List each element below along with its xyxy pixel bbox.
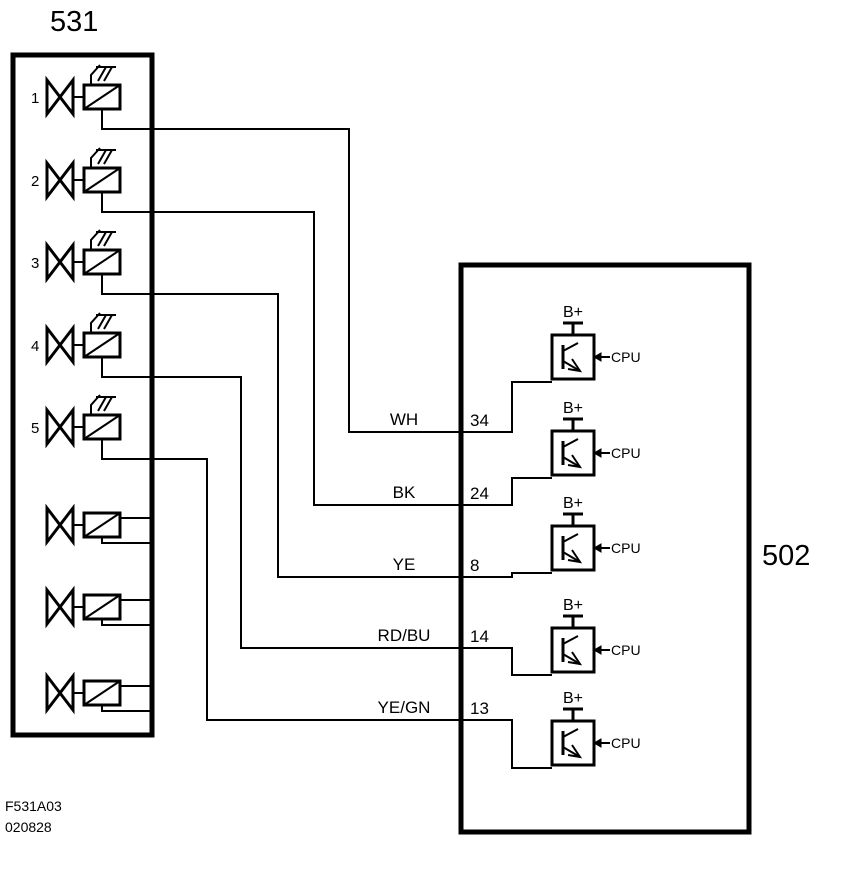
- unit-502-label: 502: [762, 540, 810, 572]
- valve-bowtie-icon: [45, 405, 75, 449]
- b-plus-label: B+: [563, 495, 583, 512]
- pin-number-label: 24: [470, 484, 489, 503]
- unit-502-frame: [458, 262, 752, 835]
- valve-number-2: 2: [31, 173, 39, 190]
- solenoid-valve-icon: [45, 64, 122, 119]
- common-return-wire: [101, 705, 152, 712]
- valve-number-5: 5: [31, 420, 39, 437]
- valves-group: [45, 64, 122, 449]
- b-plus-label: B+: [563, 597, 583, 614]
- driver-box-icon: [550, 429, 596, 477]
- driver-box-icon: [550, 626, 596, 674]
- internal-wire: [463, 647, 552, 676]
- valve-number-3: 3: [31, 255, 39, 272]
- unit-531-label: 531: [50, 6, 98, 38]
- wires-group: [101, 109, 552, 769]
- solenoid-valve-icon: [45, 585, 122, 629]
- internal-wire: [463, 719, 552, 769]
- internal-wire: [463, 477, 552, 506]
- unit-531-frame: [10, 52, 155, 738]
- common-return-wire: [101, 537, 152, 544]
- pin-number-label: 13: [470, 699, 489, 718]
- valve-bowtie-icon: [45, 503, 75, 547]
- valve-bowtie-icon: [45, 240, 75, 284]
- solenoid-valve-icon: [45, 503, 122, 547]
- b-plus-label: B+: [563, 400, 583, 417]
- driver-box-icon: [550, 719, 596, 767]
- solenoid-valve-icon: [45, 229, 122, 284]
- wire-ye: [101, 274, 463, 578]
- wire-color-label: YE: [393, 555, 416, 574]
- solenoid-valve-icon: [45, 671, 122, 715]
- wire-color-label: RD/BU: [378, 626, 431, 645]
- figure-code: F531A03: [5, 798, 62, 814]
- pin-number-label: 14: [470, 627, 489, 646]
- control-arrow-icon: [592, 645, 602, 655]
- driver-transistor-icon: [550, 512, 610, 572]
- figure-date: 020828: [5, 819, 52, 835]
- internal-wire: [463, 572, 552, 578]
- wire-color-label: WH: [390, 410, 418, 429]
- wire-ye-gn: [101, 439, 463, 721]
- driver-transistor-icon: [550, 707, 610, 767]
- cpu-label: CPU: [611, 642, 641, 658]
- wire-color-label: BK: [393, 483, 416, 502]
- pin-number-label: 8: [470, 556, 479, 575]
- control-arrow-icon: [592, 352, 602, 362]
- cpu-label: CPU: [611, 445, 641, 461]
- b-plus-label: B+: [563, 304, 583, 321]
- wire-bk: [101, 192, 463, 506]
- wire-rd-bu: [101, 357, 463, 649]
- valve-bowtie-icon: [45, 75, 75, 119]
- common-return-wire: [101, 619, 152, 626]
- cpu-label: CPU: [611, 349, 641, 365]
- driver-transistor-icon: [550, 614, 610, 674]
- driver-box-icon: [550, 524, 596, 572]
- drivers-group: [550, 321, 610, 767]
- driver-transistor-icon: [550, 417, 610, 477]
- valve-bowtie-icon: [45, 585, 75, 629]
- valve-number-4: 4: [31, 338, 39, 355]
- cpu-label: CPU: [611, 540, 641, 556]
- driver-box-icon: [550, 333, 596, 381]
- solenoid-valve-icon: [45, 312, 122, 367]
- b-plus-label: B+: [563, 690, 583, 707]
- driver-transistor-icon: [550, 321, 610, 381]
- control-arrow-icon: [592, 543, 602, 553]
- valve-bowtie-icon: [45, 158, 75, 202]
- pin-number-label: 34: [470, 411, 489, 430]
- valve-bowtie-icon: [45, 671, 75, 715]
- wire-color-label: YE/GN: [378, 698, 431, 717]
- solenoid-valve-icon: [45, 147, 122, 202]
- solenoid-valve-icon: [45, 394, 122, 449]
- internal-wire: [463, 381, 552, 433]
- valve-bowtie-icon: [45, 323, 75, 367]
- extra-valves-group: [45, 503, 152, 715]
- control-arrow-icon: [592, 738, 602, 748]
- wire-wh: [101, 109, 463, 433]
- valve-number-1: 1: [31, 90, 39, 107]
- control-arrow-icon: [592, 448, 602, 458]
- cpu-label: CPU: [611, 735, 641, 751]
